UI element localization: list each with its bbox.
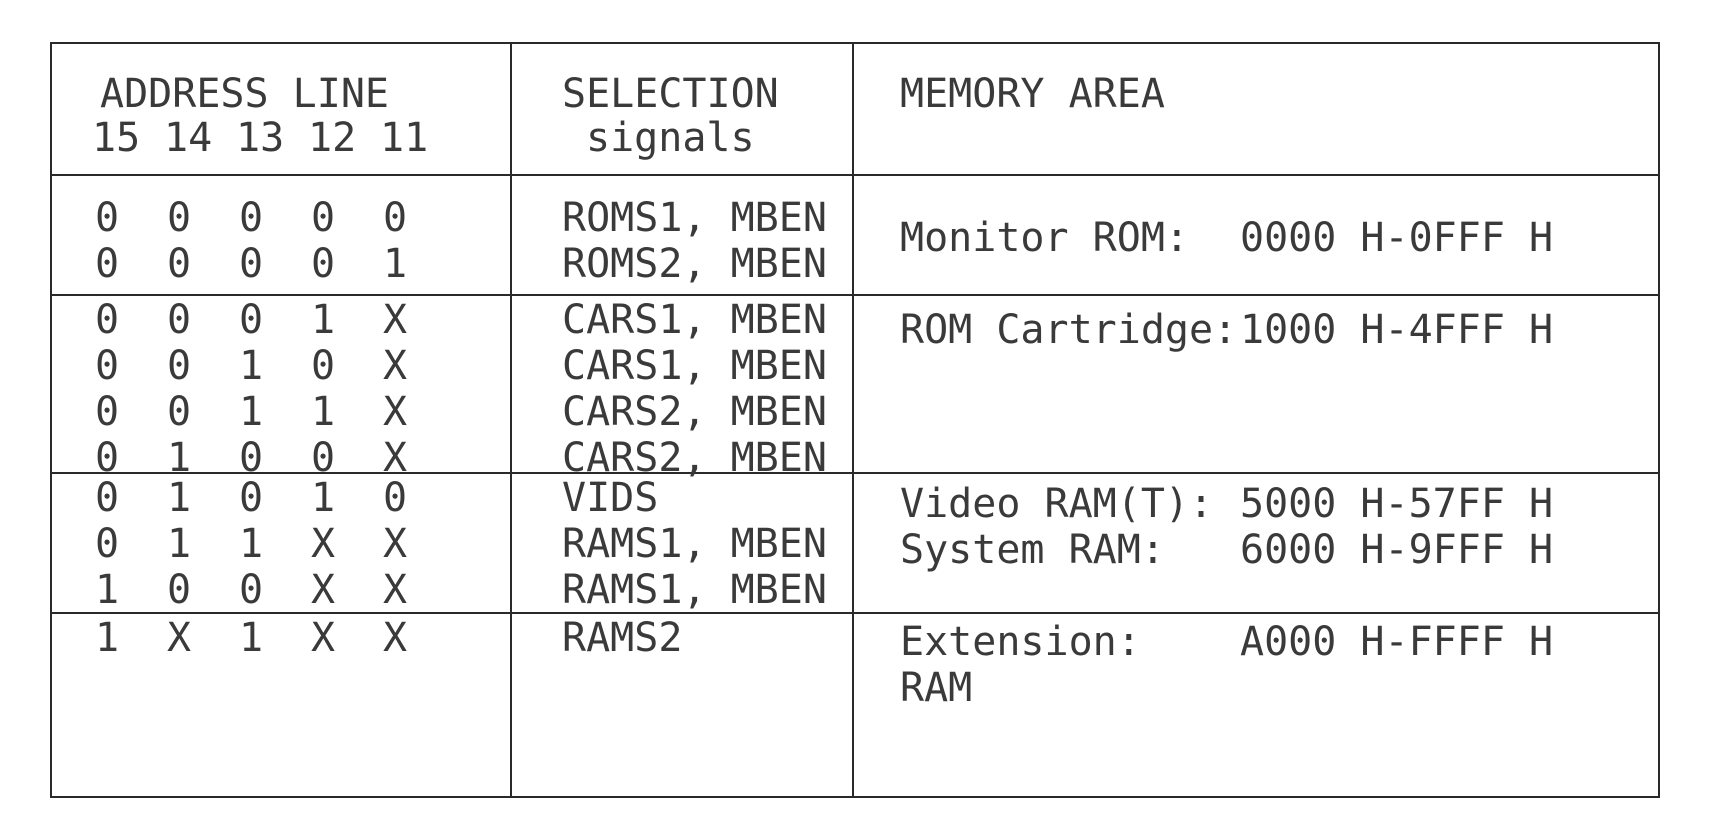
selection-signal-cell: RAMS2 <box>562 615 683 661</box>
address-bit-cell: 0 <box>94 475 120 521</box>
address-bit-cell: 1 <box>94 615 120 661</box>
address-bit-cell: 1 <box>94 567 120 613</box>
address-bit-cell: 0 <box>94 241 120 287</box>
memory-area-label: Video RAM(T): <box>900 481 1214 527</box>
address-bit-cell: 0 <box>310 241 336 287</box>
address-bit-cell: X <box>382 297 408 343</box>
address-bit-cell: 0 <box>238 435 264 481</box>
memory-address-range: A000 H-FFFF H <box>1240 619 1554 665</box>
address-bit-cell: 0 <box>310 343 336 389</box>
address-bit-cell: 0 <box>238 567 264 613</box>
bit-label: 12 <box>308 115 357 161</box>
selection-signal-cell: VIDS <box>562 475 659 521</box>
header-divider <box>52 174 1658 176</box>
address-bit-cell: X <box>382 389 408 435</box>
address-bit-cell: 1 <box>238 343 264 389</box>
address-bit-cell: 0 <box>238 475 264 521</box>
address-bit-cell: X <box>382 567 408 613</box>
group-divider <box>52 612 1658 614</box>
address-bit-cell: X <box>166 615 192 661</box>
address-bit-cell: X <box>310 567 336 613</box>
address-bit-cell: 0 <box>94 297 120 343</box>
address-bit-cell: 1 <box>310 297 336 343</box>
selection-signal-cell: CARS2, MBEN <box>562 435 827 481</box>
address-bit-cell: 1 <box>310 389 336 435</box>
address-bit-cell: X <box>382 521 408 567</box>
address-bit-cell: 1 <box>166 435 192 481</box>
address-bit-cell: 0 <box>166 389 192 435</box>
address-bit-cell: 0 <box>166 241 192 287</box>
memory-area-header: MEMORY AREA <box>900 71 1165 117</box>
address-bit-cell: 0 <box>238 195 264 241</box>
address-bit-cell: 1 <box>238 389 264 435</box>
column-divider <box>510 44 512 796</box>
selection-signal-cell: CARS2, MBEN <box>562 389 827 435</box>
address-bit-cell: 0 <box>94 389 120 435</box>
address-bit-cell: 0 <box>166 567 192 613</box>
group-divider <box>52 294 1658 296</box>
group-divider <box>52 472 1658 474</box>
address-bit-cell: 1 <box>238 521 264 567</box>
address-bit-cell: 0 <box>94 435 120 481</box>
address-bit-cell: X <box>382 615 408 661</box>
bit-label: 13 <box>236 115 285 161</box>
memory-area-label: ROM Cartridge: <box>900 307 1238 353</box>
memory-address-range: 6000 H-9FFF H <box>1240 527 1554 573</box>
bit-label: 11 <box>380 115 429 161</box>
memory-address-range: 5000 H-57FF H <box>1240 481 1554 527</box>
selection-signal-cell: CARS1, MBEN <box>562 297 827 343</box>
bit-label: 14 <box>164 115 213 161</box>
address-bit-cell: 1 <box>166 475 192 521</box>
address-bit-cell: 0 <box>94 195 120 241</box>
address-bit-cell: 1 <box>310 475 336 521</box>
address-bit-cell: 0 <box>238 297 264 343</box>
selection-signal-cell: RAMS1, MBEN <box>562 521 827 567</box>
address-bit-cell: 0 <box>382 195 408 241</box>
address-bit-cell: 1 <box>382 241 408 287</box>
address-bit-cell: 0 <box>238 241 264 287</box>
address-bit-cell: X <box>310 615 336 661</box>
address-bit-cell: 0 <box>166 195 192 241</box>
selection-signal-cell: ROMS1, MBEN <box>562 195 827 241</box>
selection-signal-cell: RAMS1, MBEN <box>562 567 827 613</box>
address-bit-cell: X <box>382 343 408 389</box>
address-bit-cell: 0 <box>94 521 120 567</box>
address-bit-cell: 0 <box>382 475 408 521</box>
address-bit-cell: 0 <box>166 297 192 343</box>
memory-address-range: 0000 H-0FFF H <box>1240 215 1554 261</box>
address-bit-cell: 0 <box>166 343 192 389</box>
memory-area-label: Monitor ROM: <box>900 215 1189 261</box>
address-bit-cell: 0 <box>310 195 336 241</box>
memory-area-label: Extension: <box>900 619 1141 665</box>
selection-subheader: signals <box>586 115 755 161</box>
address-bit-cell: 0 <box>94 343 120 389</box>
column-divider <box>852 44 854 796</box>
selection-header: SELECTION <box>562 71 779 117</box>
address-bit-cell: X <box>382 435 408 481</box>
memory-area-label: System RAM: <box>900 527 1165 573</box>
memory-address-range: 1000 H-4FFF H <box>1240 307 1554 353</box>
address-bit-cell: 1 <box>238 615 264 661</box>
address-line-header: ADDRESS LINE <box>100 71 389 117</box>
address-bit-cell: 0 <box>310 435 336 481</box>
memory-area-label: RAM <box>900 665 973 711</box>
selection-signal-cell: CARS1, MBEN <box>562 343 827 389</box>
memory-map-table: ADDRESS LINE 15 14 13 12 11 SELECTION si… <box>50 42 1660 798</box>
address-bit-cell: 1 <box>166 521 192 567</box>
bit-label: 15 <box>92 115 141 161</box>
selection-signal-cell: ROMS2, MBEN <box>562 241 827 287</box>
address-bit-cell: X <box>310 521 336 567</box>
